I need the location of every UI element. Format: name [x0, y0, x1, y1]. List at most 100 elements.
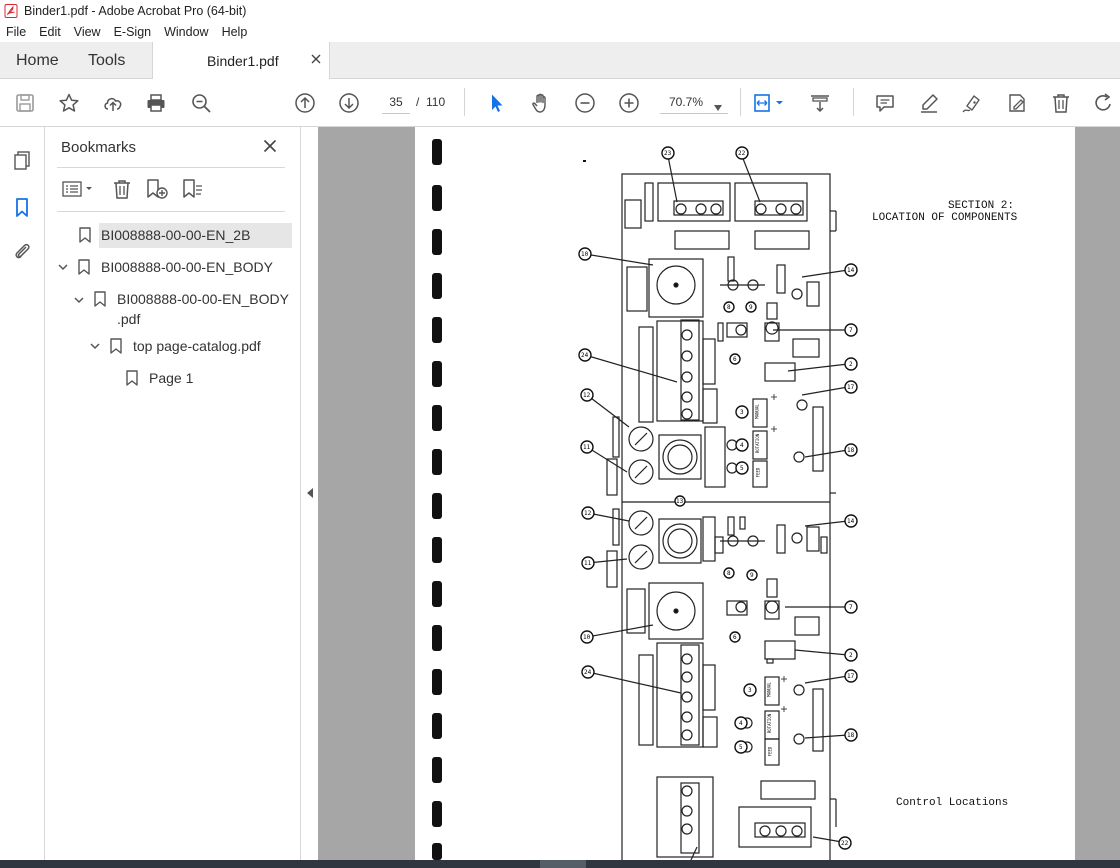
- trash-icon[interactable]: [1049, 91, 1073, 115]
- select-cursor-icon[interactable]: [485, 91, 509, 115]
- callout-label: 11: [583, 444, 591, 451]
- callout-label: 4: [739, 720, 743, 727]
- chevron-down-icon[interactable]: [57, 261, 69, 273]
- zoom-select[interactable]: 70.7%: [660, 90, 728, 114]
- callout-label: 18: [847, 447, 855, 454]
- bottom-scrollbar[interactable]: [0, 860, 1120, 868]
- tab-home[interactable]: Home: [16, 51, 59, 69]
- delete-bookmark-icon[interactable]: [111, 177, 133, 201]
- bookmark-item-page-1[interactable]: Page 1: [45, 365, 297, 391]
- highlight-pen-icon[interactable]: [917, 91, 941, 115]
- bookmarks-divider: [57, 167, 285, 168]
- sign-pen-icon[interactable]: [960, 91, 984, 115]
- bookmark-label: BI008888-00-00-EN_BODY: [117, 291, 289, 307]
- callout-label: 9: [749, 304, 753, 311]
- callout-label: 22: [738, 150, 746, 157]
- bookmark-label: BI008888-00-00-EN_2B: [101, 227, 251, 243]
- menu-help[interactable]: Help: [221, 25, 248, 39]
- section-subheading: LOCATION OF COMPONENTS: [872, 212, 1018, 224]
- callout-label: 12: [583, 392, 591, 399]
- callout-label: 17: [847, 673, 855, 680]
- tab-document-label: Binder1.pdf: [207, 53, 279, 69]
- panel-label: ROTATION: [755, 433, 761, 454]
- collapse-arrow-icon[interactable]: [306, 487, 314, 499]
- bookmark-item-2b[interactable]: BI008888-00-00-EN_2B: [61, 221, 293, 249]
- bookmarks-divider: [57, 211, 285, 212]
- callout-label: 2: [849, 652, 853, 659]
- menu-esign[interactable]: E-Sign: [113, 25, 152, 39]
- control-panel-diagram: [432, 139, 858, 860]
- tab-document[interactable]: Binder1.pdf: [152, 42, 330, 80]
- callout-label: 23: [664, 150, 672, 157]
- star-icon[interactable]: [57, 91, 81, 115]
- page-thumbnails-icon[interactable]: [10, 148, 34, 172]
- bookmark-item-body-pdf[interactable]: BI008888-00-00-EN_BODY .pdf: [45, 287, 297, 329]
- bookmark-icon: [126, 370, 138, 386]
- figure-caption: Control Locations: [896, 797, 1009, 809]
- callout-label: 8: [727, 570, 731, 577]
- print-icon[interactable]: [144, 91, 168, 115]
- callout-label: 6: [733, 356, 737, 363]
- callout-label: 13: [676, 498, 684, 505]
- callout-label: 11: [584, 560, 592, 567]
- zoom-search-icon[interactable]: [189, 91, 213, 115]
- zoom-value: 70.7%: [669, 94, 704, 109]
- cloud-upload-icon[interactable]: [101, 91, 125, 115]
- panel-splitter[interactable]: [300, 127, 318, 860]
- bookmark-icon[interactable]: [10, 195, 34, 219]
- bookmark-label: BI008888-00-00-EN_BODY: [101, 259, 273, 275]
- comment-icon[interactable]: [873, 91, 897, 115]
- scrollbar-thumb[interactable]: [540, 860, 586, 868]
- toolbar-divider: [740, 88, 741, 116]
- callout-label: 5: [739, 744, 743, 751]
- zoom-in-icon[interactable]: [617, 91, 641, 115]
- close-icon[interactable]: [310, 53, 322, 65]
- close-icon[interactable]: [263, 139, 277, 153]
- page-number-input[interactable]: [382, 90, 410, 114]
- attachment-icon[interactable]: [10, 239, 34, 263]
- bookmark-icon: [110, 338, 122, 354]
- selection-highlight: [99, 223, 292, 248]
- bookmark-properties-icon[interactable]: [181, 177, 205, 201]
- tab-tools[interactable]: Tools: [88, 51, 126, 69]
- bookmark-item-catalog[interactable]: top page-catalog.pdf: [45, 333, 297, 359]
- navigation-rail: [0, 127, 45, 868]
- callout-label: 7: [849, 327, 853, 334]
- menu-edit[interactable]: Edit: [39, 25, 61, 39]
- fit-page-icon[interactable]: [752, 91, 788, 115]
- document-viewport[interactable]: 23 22 10 14 8 9 7 6 24 2 17 12 3 11 4 5 …: [318, 127, 1120, 860]
- callout-label: 17: [847, 384, 855, 391]
- edit-pdf-icon[interactable]: [1005, 91, 1029, 115]
- window-title: Binder1.pdf - Adobe Acrobat Pro (64-bit): [24, 4, 247, 18]
- callout-label: 12: [584, 510, 592, 517]
- callout-label: 8: [727, 304, 731, 311]
- new-bookmark-icon[interactable]: [145, 177, 169, 201]
- panel-label: FEED: [755, 467, 761, 478]
- next-page-icon[interactable]: [337, 91, 361, 115]
- bookmark-options-icon[interactable]: [61, 177, 95, 201]
- bookmark-icon: [94, 291, 106, 307]
- panel-label: MANUAL: [766, 682, 772, 697]
- zoom-out-icon[interactable]: [573, 91, 597, 115]
- callout-label: 4: [740, 442, 744, 449]
- save-icon[interactable]: [13, 91, 37, 115]
- toolbar-divider: [464, 88, 465, 116]
- panel-label: ROTATION: [767, 713, 773, 734]
- callout-label: 3: [740, 409, 744, 416]
- hand-tool-icon[interactable]: [529, 91, 553, 115]
- menu-view[interactable]: View: [73, 25, 101, 39]
- menu-file[interactable]: File: [6, 25, 27, 39]
- callout-label: 14: [847, 518, 855, 525]
- callout-label: 24: [584, 669, 592, 676]
- chevron-down-icon[interactable]: [89, 340, 101, 352]
- menu-bar: File Edit View E-Sign Window Help: [0, 22, 1120, 42]
- callout-label: 3: [748, 687, 752, 694]
- callout-label: 9: [750, 572, 754, 579]
- bookmark-item-body[interactable]: BI008888-00-00-EN_BODY: [45, 254, 297, 280]
- panel-label: MANUAL: [754, 404, 760, 419]
- rotate-icon[interactable]: [1092, 91, 1116, 115]
- scroll-mode-icon[interactable]: [808, 91, 832, 115]
- chevron-down-icon[interactable]: [73, 294, 85, 306]
- menu-window[interactable]: Window: [164, 25, 209, 39]
- previous-page-icon[interactable]: [293, 91, 317, 115]
